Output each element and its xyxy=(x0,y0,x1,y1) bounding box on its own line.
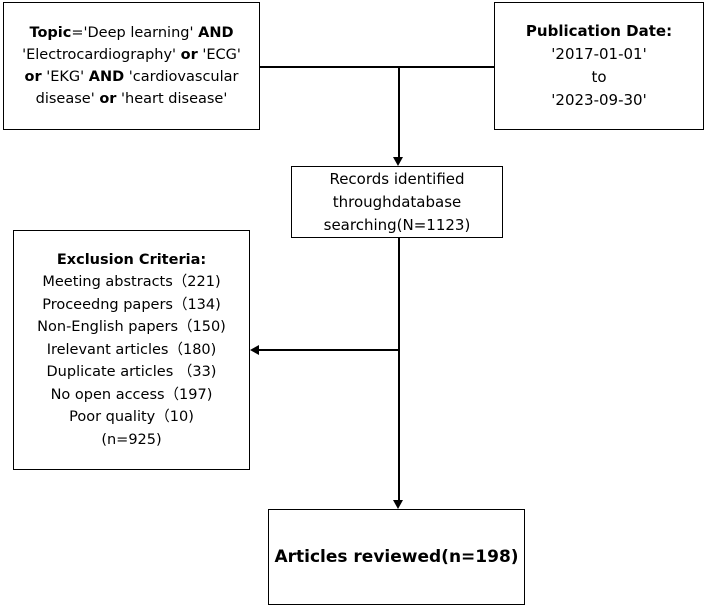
topic-line-1: Topic='Deep learning' AND xyxy=(30,22,234,44)
exclusion-item: Meeting abstracts（221) xyxy=(42,274,221,291)
topic-text: 'heart disease' xyxy=(116,91,228,107)
arrowhead-exclusion xyxy=(250,344,259,355)
operator-or: or xyxy=(99,91,117,107)
exclusion-item: Duplicate articles （33) xyxy=(46,364,217,381)
topic-line-3: or 'EKG' AND 'cardiovascular xyxy=(25,66,239,88)
topic-text: ='Deep learning' xyxy=(71,25,199,41)
topic-text: disease' xyxy=(35,91,100,107)
records-identified-box: Records identified throughdatabase searc… xyxy=(291,166,503,238)
publication-date-start: '2017-01-01' xyxy=(551,45,647,63)
exclusion-item: Non-English papers（150) xyxy=(37,319,226,336)
exclusion-total: (n=925) xyxy=(101,431,162,448)
operator-and: AND xyxy=(88,69,125,85)
connector-records-to-reviewed xyxy=(398,238,400,501)
publication-date-box: Publication Date: '2017-01-01' to '2023-… xyxy=(494,2,704,130)
connector-topic-to-date xyxy=(260,66,494,68)
records-line: searching(N=1123) xyxy=(323,215,471,234)
operator-or: or xyxy=(24,69,42,85)
keyword-topic: Topic xyxy=(29,25,72,41)
publication-date-end: '2023-09-30' xyxy=(551,91,647,109)
connector-to-exclusion xyxy=(258,349,399,351)
topic-text: 'ECG' xyxy=(197,47,241,63)
operator-or: or xyxy=(180,47,198,63)
topic-text: 'EKG' xyxy=(41,69,89,85)
articles-reviewed-label: Articles reviewed(n=198) xyxy=(274,547,519,567)
topic-line-2: 'Electrocardiography' or 'ECG' xyxy=(22,44,241,66)
publication-date-title: Publication Date: xyxy=(525,22,673,40)
arrowhead-reviewed xyxy=(393,500,403,509)
exclusion-item: Irelevant articles（180) xyxy=(46,341,217,358)
connector-down-to-records xyxy=(398,66,400,158)
exclusion-item: Proceedng papers（134) xyxy=(42,296,221,313)
search-topic-box: Topic='Deep learning' AND 'Electrocardio… xyxy=(3,2,260,130)
records-line: throughdatabase xyxy=(332,192,462,211)
exclusion-criteria-box: Exclusion Criteria: Meeting abstracts（22… xyxy=(13,230,250,470)
topic-text: 'cardiovascular xyxy=(124,69,239,85)
records-line: Records identified xyxy=(329,169,465,188)
exclusion-item: No open access（197) xyxy=(50,386,213,403)
operator-and: AND xyxy=(198,25,234,41)
topic-text: 'Electrocardiography' xyxy=(22,47,181,63)
exclusion-title: Exclusion Criteria: xyxy=(56,251,207,268)
exclusion-item: Poor quality（10) xyxy=(69,409,194,426)
arrowhead-records xyxy=(393,157,403,166)
articles-reviewed-box: Articles reviewed(n=198) xyxy=(268,509,525,605)
topic-line-4: disease' or 'heart disease' xyxy=(36,88,228,110)
publication-date-to: to xyxy=(591,68,607,86)
